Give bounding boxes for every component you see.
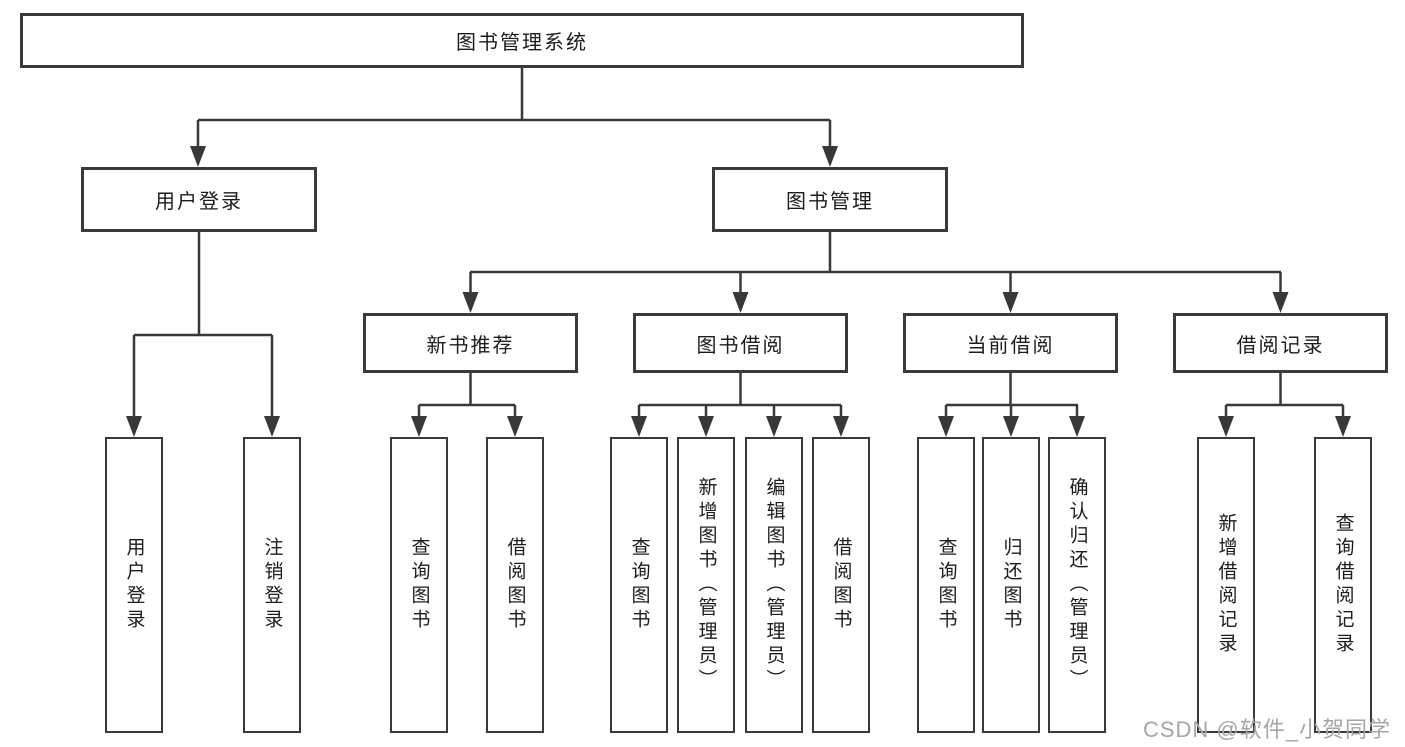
leaf-add-books-admin-label: 新增图书（管理员） <box>695 477 717 693</box>
leaf-add-books-admin: 新增图书（管理员） <box>677 437 735 733</box>
leaf-user-login-label: 用户登录 <box>123 537 145 633</box>
leaf-query-borrow-record-label: 查询借阅记录 <box>1332 513 1354 657</box>
leaf-logout: 注销登录 <box>243 437 301 733</box>
leaf-edit-books-admin: 编辑图书（管理员） <box>745 437 803 733</box>
connector-recommend-to-leaves <box>411 373 523 437</box>
leaf-current-query-books: 查询图书 <box>917 437 975 733</box>
node-user-login: 用户登录 <box>81 167 317 232</box>
node-root-system: 图书管理系统 <box>20 13 1024 68</box>
node-root-system-label: 图书管理系统 <box>456 32 588 54</box>
node-new-book-recommend: 新书推荐 <box>363 313 578 373</box>
csdn-watermark: CSDN @软件_小贺同学 <box>1142 717 1391 742</box>
leaf-return-books: 归还图书 <box>982 437 1040 733</box>
node-borrow-records: 借阅记录 <box>1173 313 1388 373</box>
connector-current-to-leaves <box>938 373 1085 437</box>
connector-login-to-leaves <box>126 232 280 437</box>
node-book-borrow-label: 图书借阅 <box>696 334 785 357</box>
node-current-borrow: 当前借阅 <box>903 313 1118 373</box>
leaf-current-query-books-label: 查询图书 <box>935 537 957 633</box>
node-borrow-records-label: 借阅记录 <box>1236 334 1325 357</box>
node-new-book-recommend-label: 新书推荐 <box>426 334 515 357</box>
leaf-confirm-return-admin: 确认归还（管理员） <box>1048 437 1106 733</box>
node-user-login-label: 用户登录 <box>155 191 243 213</box>
leaf-logout-label: 注销登录 <box>261 537 283 633</box>
leaf-confirm-return-admin-label: 确认归还（管理员） <box>1066 477 1088 693</box>
leaf-edit-books-admin-label: 编辑图书（管理员） <box>763 477 785 693</box>
connector-mgmt-to-level3 <box>462 232 1289 313</box>
leaf-query-borrow-record: 查询借阅记录 <box>1314 437 1372 733</box>
leaf-recommend-borrow-books-label: 借阅图书 <box>504 537 526 633</box>
node-book-management: 图书管理 <box>712 167 948 232</box>
leaf-return-books-label: 归还图书 <box>1000 537 1022 633</box>
leaf-borrow-query-books-label: 查询图书 <box>628 537 650 633</box>
leaf-recommend-query-books-label: 查询图书 <box>408 537 430 633</box>
leaf-user-login: 用户登录 <box>105 437 163 733</box>
node-current-borrow-label: 当前借阅 <box>966 334 1055 357</box>
leaf-recommend-borrow-books: 借阅图书 <box>486 437 544 733</box>
leaf-borrow-query-books: 查询图书 <box>610 437 668 733</box>
leaf-borrow-books-label: 借阅图书 <box>830 537 852 633</box>
connector-borrow-to-leaves <box>631 373 849 437</box>
leaf-add-borrow-record-label: 新增借阅记录 <box>1215 513 1237 657</box>
leaf-add-borrow-record: 新增借阅记录 <box>1197 437 1255 733</box>
node-book-borrow: 图书借阅 <box>633 313 848 373</box>
connector-root-to-level2 <box>190 68 838 167</box>
leaf-recommend-query-books: 查询图书 <box>390 437 448 733</box>
node-book-management-label: 图书管理 <box>786 191 874 213</box>
connector-records-to-leaves <box>1218 373 1351 437</box>
leaf-borrow-books: 借阅图书 <box>812 437 870 733</box>
